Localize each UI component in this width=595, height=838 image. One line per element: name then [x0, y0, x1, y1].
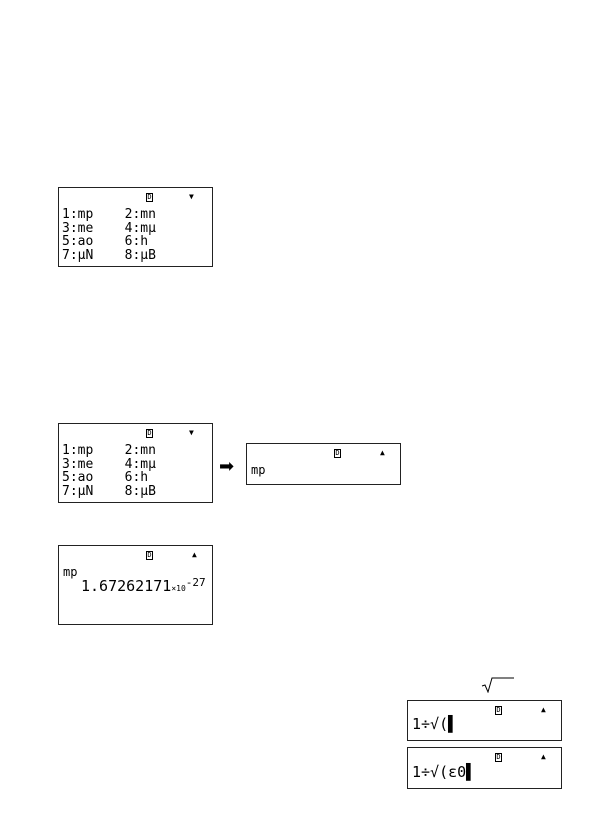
- scroll-up-indicator: ▲: [541, 752, 546, 761]
- times-ten: ×10: [171, 584, 186, 593]
- result-value: 1.67262171×10-27: [81, 575, 206, 596]
- input-line: mp: [63, 565, 78, 579]
- deg-indicator: D: [146, 193, 153, 202]
- deg-indicator: D: [334, 449, 341, 458]
- expression-screen-2: D ▲ 1÷√(ε0▌: [407, 747, 562, 789]
- menu-row[interactable]: 3:me 4:mμ: [62, 221, 156, 236]
- scroll-down-indicator: ▼: [189, 192, 194, 201]
- menu-screen-1: D ▼ 1:mp 2:mn 3:me 4:mμ 5:ao 6:h 7:μN 8:…: [58, 187, 213, 267]
- menu-row[interactable]: 3:me 4:mμ: [62, 457, 156, 472]
- menu-screen-2: D ▼ 1:mp 2:mn 3:me 4:mμ 5:ao 6:h 7:μN 8:…: [58, 423, 213, 503]
- result-screen: D ▲ mp 1.67262171×10-27: [58, 545, 213, 625]
- deg-indicator: D: [146, 551, 153, 560]
- scroll-down-indicator: ▼: [189, 428, 194, 437]
- right-arrow-icon: ➡: [219, 456, 235, 477]
- menu-row[interactable]: 1:mp 2:mn: [62, 443, 156, 458]
- expression-line: 1÷√(▌: [412, 715, 458, 733]
- result-exponent: -27: [185, 576, 206, 589]
- result-mantissa: 1.67262171: [81, 577, 172, 595]
- scroll-up-indicator: ▲: [380, 448, 385, 457]
- menu-row[interactable]: 5:ao 6:h: [62, 234, 149, 249]
- deg-indicator: D: [495, 706, 502, 715]
- select-screen: D ▲ mp: [246, 443, 401, 485]
- deg-indicator: D: [146, 429, 153, 438]
- menu-row[interactable]: 7:μN 8:μB: [62, 248, 156, 263]
- scroll-up-indicator: ▲: [192, 550, 197, 559]
- expression-screen-1: D ▲ 1÷√(▌: [407, 700, 562, 741]
- menu-row[interactable]: 7:μN 8:μB: [62, 484, 156, 499]
- menu-row[interactable]: 5:ao 6:h: [62, 470, 149, 485]
- menu-row[interactable]: 1:mp 2:mn: [62, 207, 156, 222]
- deg-indicator: D: [495, 753, 502, 762]
- scroll-up-indicator: ▲: [541, 705, 546, 714]
- expression-line: 1÷√(ε0▌: [412, 763, 476, 781]
- square-root-icon: [481, 677, 514, 693]
- input-line: mp: [251, 463, 266, 477]
